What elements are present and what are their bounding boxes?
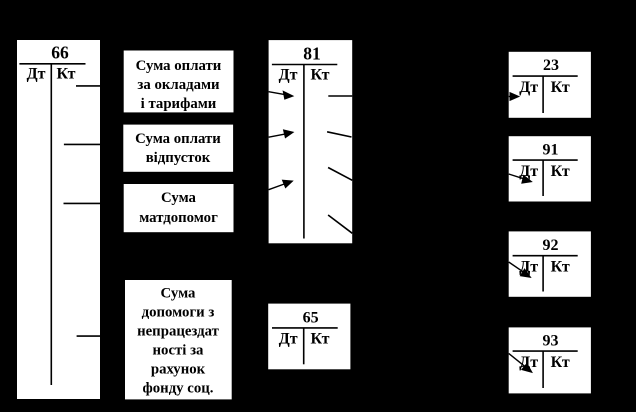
- svg-text:за окладами: за окладами: [137, 77, 220, 93]
- svg-text:Кт: Кт: [551, 163, 570, 180]
- svg-text:Кт: Кт: [551, 79, 570, 96]
- svg-text:65: 65: [303, 309, 319, 326]
- svg-text:і тарифами: і тарифами: [141, 96, 217, 112]
- svg-text:фонду соц.: фонду соц.: [143, 381, 214, 397]
- svg-text:Кт: Кт: [551, 354, 570, 371]
- svg-text:Сума оплати: Сума оплати: [135, 131, 221, 147]
- svg-text:відпусток: відпусток: [146, 150, 211, 166]
- svg-text:допомоги з: допомоги з: [142, 305, 215, 321]
- svg-text:91: 91: [543, 142, 559, 159]
- svg-text:Сума оплати: Сума оплати: [136, 58, 222, 74]
- svg-text:Дт: Дт: [279, 67, 298, 84]
- svg-text:Сума: Сума: [161, 190, 196, 206]
- svg-text:Кт: Кт: [551, 259, 570, 276]
- svg-text:Дт: Дт: [27, 66, 46, 83]
- svg-text:ності за: ності за: [153, 343, 205, 359]
- svg-text:93: 93: [543, 333, 559, 350]
- svg-text:Кт: Кт: [56, 66, 75, 83]
- svg-text:Дт: Дт: [519, 79, 538, 96]
- svg-text:92: 92: [543, 237, 559, 254]
- svg-text:81: 81: [303, 44, 321, 64]
- svg-text:Кт: Кт: [310, 67, 329, 84]
- svg-text:Дт: Дт: [279, 331, 298, 348]
- svg-text:рахунок: рахунок: [151, 362, 206, 378]
- svg-text:матдопомог: матдопомог: [139, 210, 218, 226]
- svg-text:Кт: Кт: [310, 331, 329, 348]
- svg-text:66: 66: [51, 43, 69, 63]
- svg-text:Сума: Сума: [161, 286, 196, 302]
- svg-text:23: 23: [543, 57, 559, 74]
- svg-text:непрацездат: непрацездат: [137, 324, 220, 340]
